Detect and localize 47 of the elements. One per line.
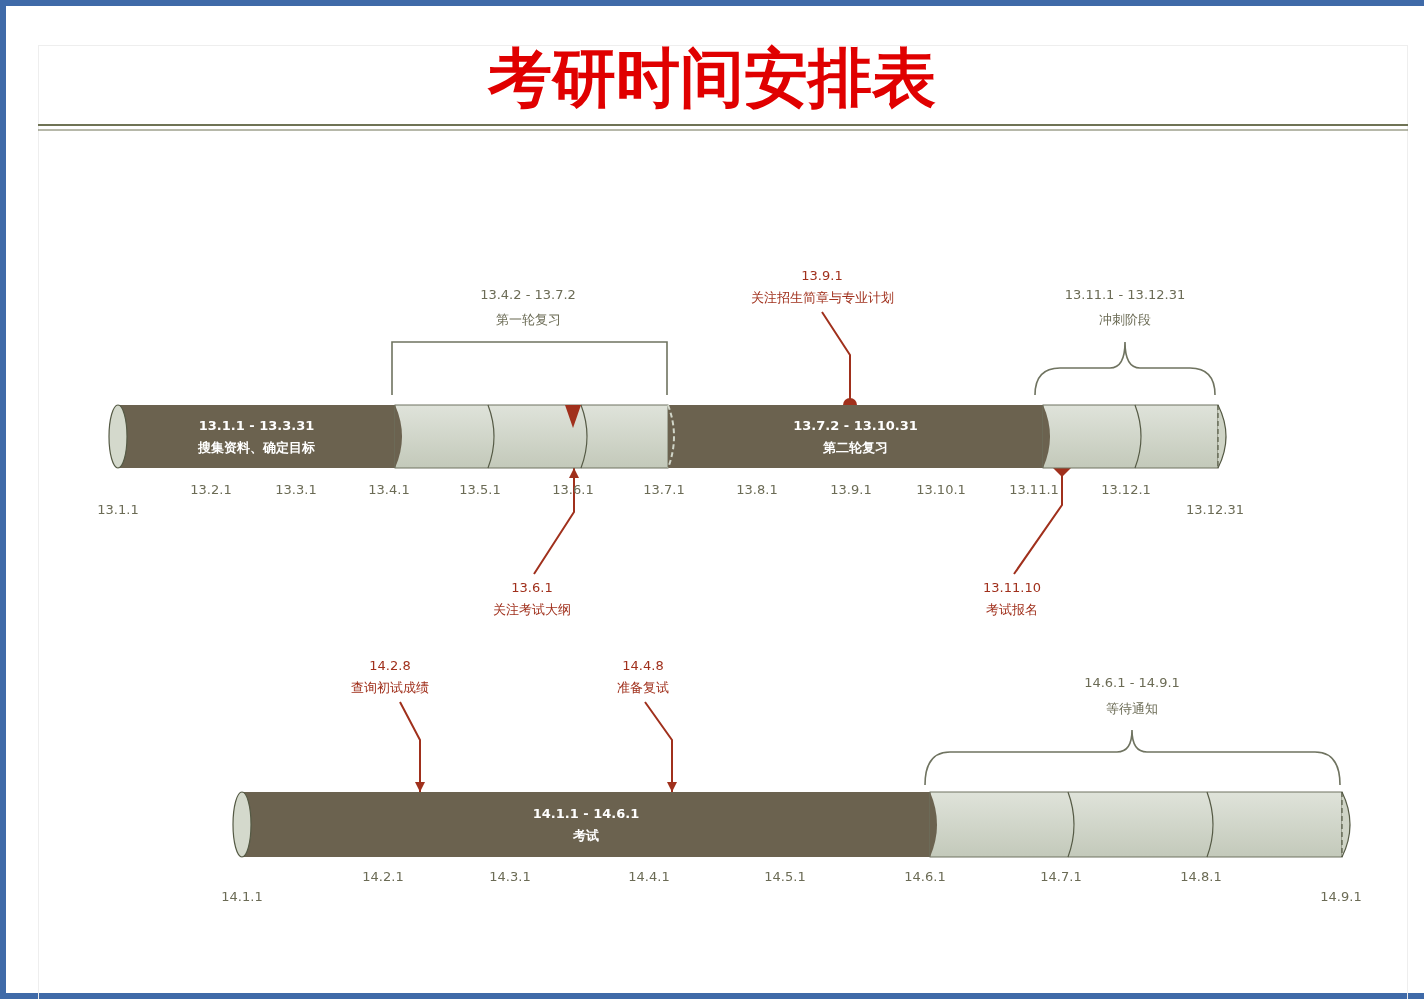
bracket-label: 冲刺阶段 <box>1099 311 1151 329</box>
tick-label: 14.6.1 <box>904 868 946 886</box>
bar-label: 搜集资料、确定目标 <box>198 438 315 457</box>
bar-label: 14.1.1 - 14.6.1 <box>532 804 640 823</box>
tick-label: 13.12.31 <box>1186 501 1244 519</box>
tick-label: 13.1.1 <box>97 501 139 519</box>
tick-label: 14.8.1 <box>1180 868 1222 886</box>
callout-text: 关注招生简章与专业计划 <box>750 289 894 307</box>
leader-line <box>399 701 428 793</box>
callout-text: 14.4.8 <box>622 657 664 675</box>
tick-label: 13.10.1 <box>916 481 966 499</box>
bracket-label: 第一轮复习 <box>495 311 561 329</box>
bracket-label: 等待通知 <box>1106 700 1158 718</box>
leader-line <box>644 701 680 793</box>
tick-label: 14.5.1 <box>764 868 806 886</box>
bar-label: 考试 <box>573 826 599 845</box>
callout-text: 14.2.8 <box>369 657 411 675</box>
tick-label: 14.3.1 <box>489 868 531 886</box>
tick-label: 13.2.1 <box>190 481 232 499</box>
tick-label: 13.3.1 <box>275 481 317 499</box>
title: 考研时间安排表 <box>488 41 936 115</box>
callout-text: 查询初试成绩 <box>351 679 429 697</box>
tick-label: 13.4.1 <box>368 481 410 499</box>
tick-label: 13.12.1 <box>1101 481 1151 499</box>
tick-label: 13.8.1 <box>736 481 778 499</box>
bracket-label: 13.11.1 - 13.12.31 <box>1064 286 1186 304</box>
leader-line <box>533 467 582 575</box>
tick-label: 14.1.1 <box>221 888 263 906</box>
callout-text: 准备复试 <box>617 679 669 697</box>
callout-text: 13.11.10 <box>983 579 1041 597</box>
tick-label: 13.5.1 <box>459 481 501 499</box>
tick-label: 13.11.1 <box>1009 481 1059 499</box>
tick-label: 13.9.1 <box>830 481 872 499</box>
bar-label: 第二轮复习 <box>823 438 888 457</box>
callout-text: 13.9.1 <box>801 267 843 285</box>
bar-label: 13.7.2 - 13.10.31 <box>793 416 918 435</box>
tick-label: 14.9.1 <box>1320 888 1362 906</box>
tick-label: 14.2.1 <box>362 868 404 886</box>
tick-label: 14.7.1 <box>1040 868 1082 886</box>
bar-label: 13.1.1 - 13.3.31 <box>198 416 315 435</box>
callout-text: 关注考试大纲 <box>493 601 571 619</box>
callout-text: 13.6.1 <box>511 579 553 597</box>
bracket-label: 13.4.2 - 13.7.2 <box>480 286 576 304</box>
tick-label: 14.4.1 <box>628 868 670 886</box>
bracket-label: 14.6.1 - 14.9.1 <box>1084 674 1180 692</box>
tick-label: 13.7.1 <box>643 481 685 499</box>
callout-text: 考试报名 <box>986 601 1038 619</box>
